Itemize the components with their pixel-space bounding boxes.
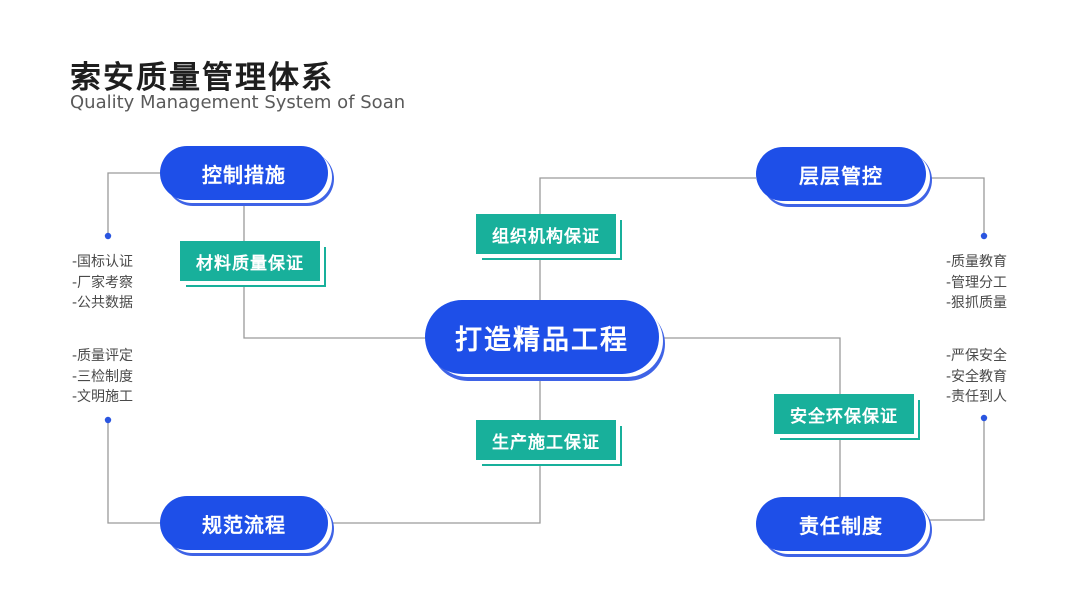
node-layered-control: 层层管控 bbox=[756, 147, 926, 201]
list-item: -厂家考察 bbox=[72, 274, 134, 291]
connector-responsibility-right bbox=[928, 418, 985, 521]
list-item: -狠抓质量 bbox=[946, 295, 1008, 311]
list-right-top: -质量教育 -管理分工 -狠抓质量 bbox=[946, 252, 1007, 314]
connector-control-left bbox=[107, 172, 160, 236]
list-item: -责任到人 bbox=[946, 389, 1008, 405]
list-item: -文明施工 bbox=[72, 389, 134, 405]
node-label: 控制措施 bbox=[202, 162, 286, 187]
tag-material-quality: 材料质量保证 bbox=[180, 241, 320, 281]
page-title: 索安质量管理体系 bbox=[70, 60, 334, 96]
node-center: 打造精品工程 bbox=[425, 300, 659, 374]
dot-right-top bbox=[980, 232, 988, 240]
list-item: -公共数据 bbox=[72, 295, 134, 311]
tag-safety-env: 安全环保保证 bbox=[774, 394, 914, 434]
node-standard-process: 规范流程 bbox=[160, 496, 328, 550]
dot-left-bottom bbox=[104, 416, 112, 424]
list-item: -严保安全 bbox=[946, 348, 1008, 364]
list-item: -质量评定 bbox=[72, 348, 134, 364]
list-item: -管理分工 bbox=[946, 274, 1008, 291]
list-left-bottom: -质量评定 -三检制度 -文明施工 bbox=[72, 346, 133, 408]
list-left-top: -国标认证 -厂家考察 -公共数据 bbox=[72, 252, 133, 314]
center-label: 打造精品工程 bbox=[455, 324, 629, 356]
node-label: 责任制度 bbox=[799, 513, 883, 538]
list-item: -国标认证 bbox=[72, 254, 134, 270]
connector-layered-left bbox=[539, 177, 756, 300]
tag-organization: 组织机构保证 bbox=[476, 214, 616, 254]
connector-layered-right bbox=[928, 177, 985, 236]
node-label: 层层管控 bbox=[799, 163, 883, 188]
list-item: -三检制度 bbox=[72, 368, 134, 385]
dot-right-bottom bbox=[980, 414, 988, 422]
list-right-bottom: -严保安全 -安全教育 -责任到人 bbox=[946, 346, 1007, 408]
node-control-measures: 控制措施 bbox=[160, 146, 328, 200]
dot-left-top bbox=[104, 232, 112, 240]
connector-center-right bbox=[660, 337, 841, 497]
node-label: 规范流程 bbox=[202, 512, 286, 537]
connector-standard-left bbox=[107, 420, 160, 524]
page-subtitle: Quality Management System of Soan bbox=[70, 92, 406, 113]
tag-production: 生产施工保证 bbox=[476, 420, 616, 460]
node-responsibility-system: 责任制度 bbox=[756, 497, 926, 551]
list-item: -质量教育 bbox=[946, 254, 1008, 270]
list-item: -安全教育 bbox=[946, 368, 1008, 385]
